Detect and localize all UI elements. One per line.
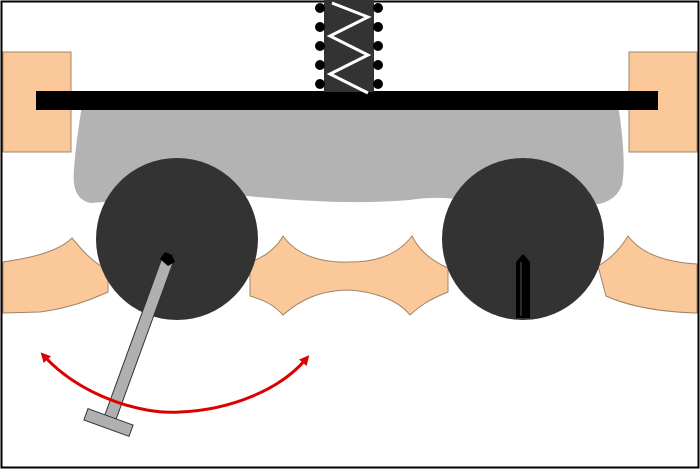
right-wheel (442, 158, 604, 320)
spring-bead (373, 22, 383, 32)
spring-bead (373, 79, 383, 89)
spring-bead (373, 41, 383, 51)
track-segment-right (597, 235, 698, 314)
track-segment-left (2, 237, 109, 314)
spring-bead (373, 3, 383, 13)
lever-arm[interactable] (83, 251, 191, 437)
left-lever[interactable] (83, 251, 191, 437)
lever-handle[interactable] (83, 408, 134, 437)
left-wheel (96, 158, 258, 320)
spring-bead (373, 60, 383, 70)
lever-tip (160, 252, 175, 266)
spring-bead (315, 79, 325, 89)
spring-bead (315, 3, 325, 13)
spring-bead (315, 60, 325, 70)
track-segment-middle-left (249, 235, 449, 316)
spring-bead (315, 41, 325, 51)
top-rail (36, 91, 658, 110)
right-pin (516, 254, 530, 318)
pin-tip (516, 254, 530, 318)
double-headed-curved-arrow (40, 352, 310, 414)
spring-bead (315, 22, 325, 32)
spring-coil (326, 1, 372, 95)
coil-spring-icon (315, 0, 383, 95)
